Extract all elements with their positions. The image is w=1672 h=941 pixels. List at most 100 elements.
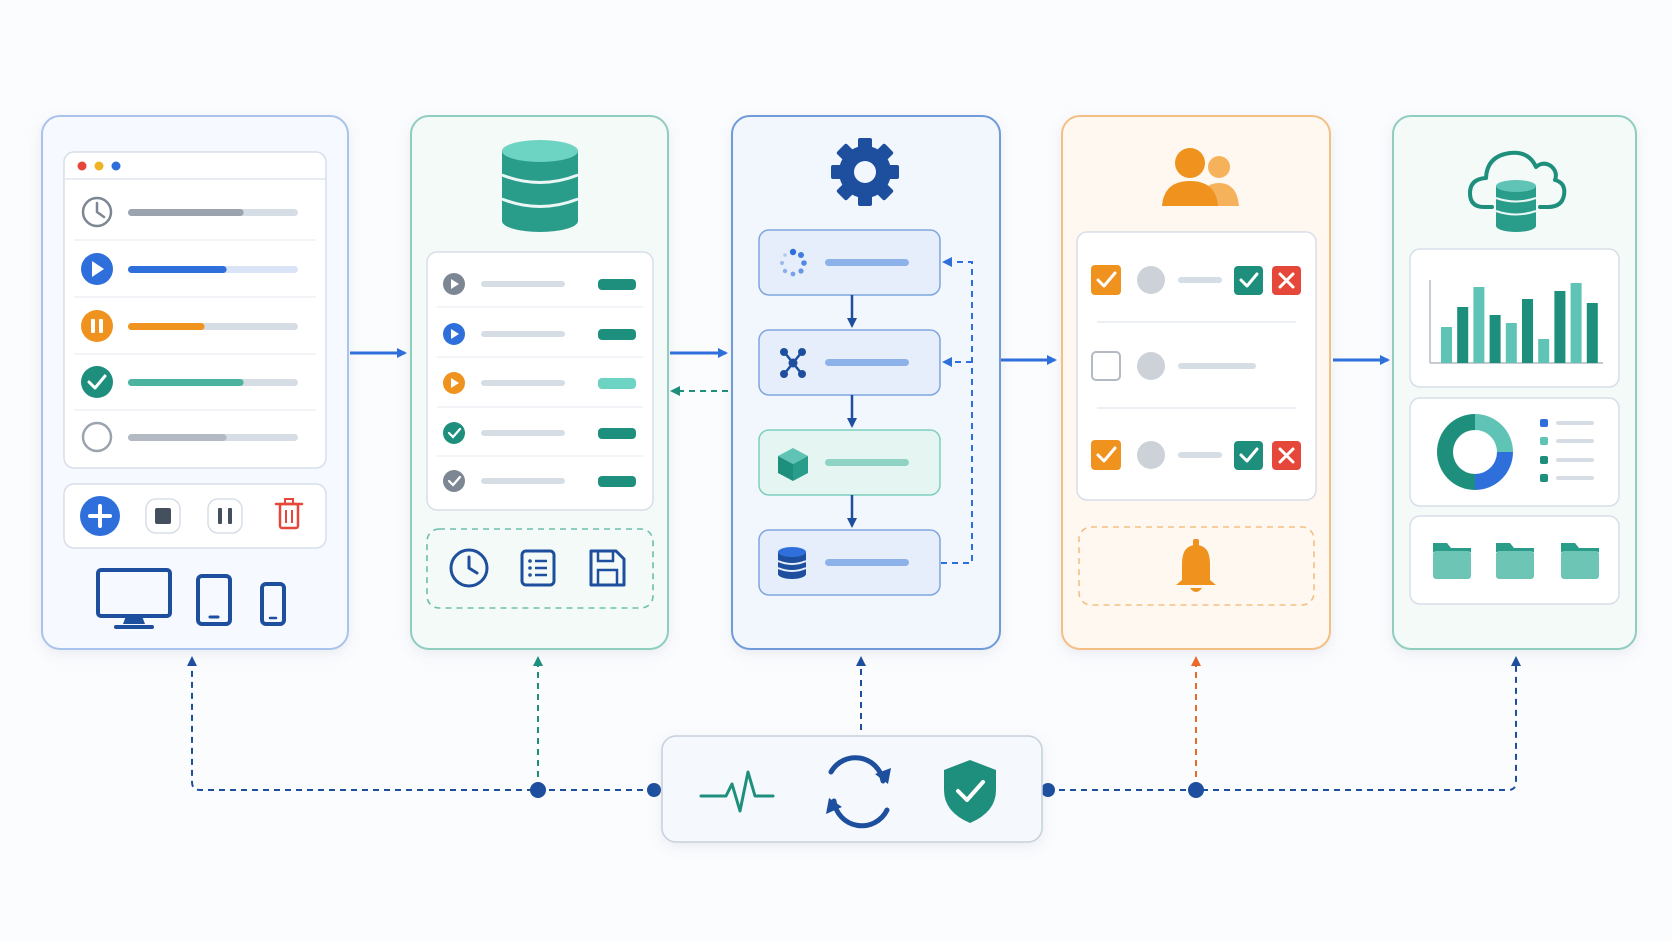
legend-swatch (1540, 419, 1548, 427)
chart-bar (1505, 323, 1517, 363)
donut-chart-icon (1437, 414, 1513, 490)
tablet-icon (196, 574, 232, 626)
progress-bar (128, 434, 227, 441)
chart-bar (1522, 299, 1533, 363)
processing-panel (731, 115, 1001, 650)
shield-check-icon[interactable] (944, 760, 996, 823)
chart-bar (1441, 327, 1452, 363)
pipeline-step[interactable] (758, 529, 941, 596)
list-item[interactable] (81, 253, 298, 285)
sync-icon[interactable] (826, 755, 891, 829)
analytics-panel (1392, 115, 1637, 650)
review-panel (1061, 115, 1331, 650)
review-row[interactable] (1091, 265, 1301, 295)
chart-bar (1570, 283, 1582, 363)
list-item[interactable] (81, 310, 298, 342)
checkbox-icon[interactable] (1091, 440, 1121, 470)
folders-card (1409, 515, 1620, 605)
list-item[interactable] (443, 470, 636, 492)
chart-bar (1473, 287, 1485, 363)
clock-icon[interactable] (449, 548, 489, 588)
record-badge (598, 378, 636, 389)
clock-icon (81, 196, 113, 228)
donut-chart (1437, 414, 1513, 490)
storage-record-list (426, 251, 654, 511)
flow-arrows (350, 348, 1390, 396)
browser-window-icon (63, 151, 327, 469)
reject-icon[interactable] (1272, 266, 1301, 295)
storage-panel (410, 115, 669, 650)
folder-icon[interactable] (1433, 543, 1471, 579)
progress-bar (128, 323, 205, 330)
record-badge (598, 428, 636, 439)
pipeline-step[interactable] (758, 429, 941, 496)
review-row[interactable] (1091, 351, 1256, 381)
devices (96, 568, 286, 629)
pipeline-step[interactable] (758, 229, 941, 296)
avatar (1137, 266, 1165, 294)
save-icon[interactable] (589, 549, 626, 587)
client-panel (41, 115, 349, 650)
donut-legend (1540, 419, 1594, 482)
chart-bar (1586, 303, 1598, 363)
legend-swatch (1540, 474, 1548, 482)
chart-bar (1457, 307, 1469, 363)
check-circle-icon (443, 422, 465, 444)
empty-circle-icon (81, 421, 113, 453)
cloud-database-icon (1468, 150, 1567, 232)
chart-bar (1554, 291, 1566, 363)
notification-area (1078, 526, 1315, 606)
pipeline-step[interactable] (758, 329, 941, 396)
legend-swatch (1540, 437, 1548, 445)
avatar (1137, 352, 1165, 380)
pipeline-connectors (847, 257, 973, 564)
pause-icon (81, 310, 113, 342)
pipeline-steps (758, 229, 941, 596)
database-icon (501, 140, 579, 232)
legend-swatch (1540, 456, 1548, 464)
stop-button[interactable] (145, 498, 181, 534)
list-item[interactable] (443, 372, 636, 394)
donut-slice (1437, 414, 1475, 490)
bar-chart-icon (1409, 248, 1620, 388)
review-row[interactable] (1091, 440, 1301, 470)
checkbox-icon[interactable] (1091, 265, 1121, 295)
approve-icon[interactable] (1234, 266, 1263, 295)
pulse-icon[interactable] (699, 770, 775, 813)
list-item[interactable] (81, 421, 298, 453)
approve-icon[interactable] (1234, 441, 1263, 470)
spinner-icon (780, 248, 807, 277)
trash-icon[interactable] (274, 498, 304, 530)
monitoring-bar (661, 735, 1043, 843)
donut-slice (1475, 452, 1513, 490)
network-icon (780, 348, 806, 378)
check-circle-icon (81, 366, 113, 398)
list-item[interactable] (81, 196, 298, 228)
add-button[interactable] (80, 496, 120, 536)
bell-icon[interactable] (1176, 539, 1216, 592)
list-icon[interactable] (520, 549, 556, 587)
progress-bar (128, 209, 244, 216)
pause-button[interactable] (207, 498, 243, 534)
phone-icon (260, 582, 286, 626)
checkbox-icon[interactable] (1091, 351, 1121, 381)
list-item[interactable] (81, 366, 298, 398)
record-badge (598, 279, 636, 290)
donut-slice (1475, 414, 1513, 452)
record-badge (598, 329, 636, 340)
play-icon (81, 253, 113, 285)
cube-icon (778, 448, 808, 481)
storage-actions (426, 528, 654, 609)
client-status-list (74, 196, 316, 453)
bar-chart-bars (1441, 283, 1598, 363)
list-item[interactable] (443, 422, 636, 444)
reject-icon[interactable] (1272, 441, 1301, 470)
folder-icon[interactable] (1561, 543, 1599, 579)
folder-icon[interactable] (1496, 543, 1534, 579)
monitor-icon (96, 568, 172, 629)
list-item[interactable] (443, 323, 636, 345)
chart-bar (1489, 315, 1501, 363)
review-list (1076, 231, 1317, 501)
list-item[interactable] (443, 273, 636, 295)
